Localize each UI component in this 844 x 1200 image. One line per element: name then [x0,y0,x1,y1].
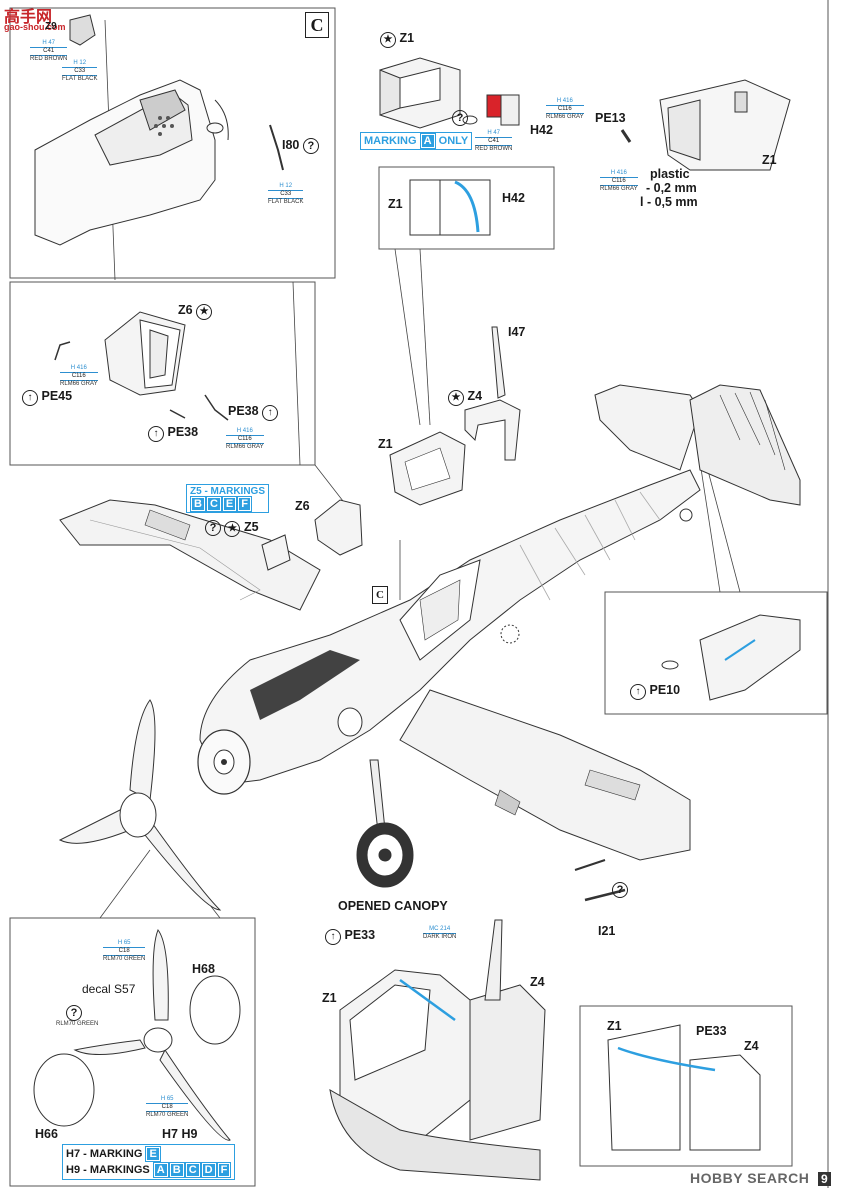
question-icon-top: ? [452,110,468,126]
label-plastic: plastic [650,167,690,181]
box-c-letter: C [305,12,329,38]
question-icon-i21: ? [612,882,628,898]
star-icon: ★ [196,304,213,320]
label-z9: Z9 [45,21,57,32]
hobby-search-logo: HOBBY SEARCH [690,1170,810,1186]
label-i47: I47 [508,325,526,339]
label-decal-s57: decal S57 [82,982,136,996]
label-pe10: ↑ PE10 [630,684,680,700]
question-icon: ? [205,520,221,536]
label-pe38-left: ↑ PE38 [148,426,198,442]
label-dim-length: l - 0,5 mm [640,195,698,209]
arrow-up-icon: ↑ [262,405,279,421]
label-z1-right: Z1 [762,153,777,167]
question-icon-prop: ? [66,1005,82,1021]
label-h68: H68 [192,962,215,976]
arrow-up-icon: ↑ [22,390,38,406]
paint-rlm66-gray-pe38: H 416 C116 RLM66 GRAY [226,428,264,450]
label-z5: ? ★ Z5 [205,520,259,537]
star-icon: ★ [380,32,396,48]
label-h7-h9: H7 H9 [162,1127,198,1141]
paint-rlm66-gray-pe45: H 416 C116 RLM66 GRAY [60,365,98,387]
label-z1-canopy: Z1 [322,991,337,1005]
label-h66: H66 [35,1127,58,1141]
paint-flat-black-1: H 12 C33 FLAT BLACK [62,60,98,82]
opened-canopy-title: OPENED CANOPY [338,899,448,913]
watermark-url: gao-shou.com [4,22,66,32]
label-z6-box: Z6 ★ [178,304,213,320]
paint-rlm70-green-3: H 65 C18 RLM70 GREEN [146,1096,189,1118]
label-z4-detail: Z4 [744,1039,759,1053]
label-pe45: ↑ PE45 [22,390,72,406]
paint-red-brown-top: H 47 C41 RED BROWN [475,130,513,152]
label-pe38-right: PE38 ↑ [228,405,279,421]
label-pe13: PE13 [595,111,626,125]
arrow-up-icon: ↑ [148,426,164,442]
arrow-up-icon: ↑ [325,929,341,945]
detail-label-z1: Z1 [388,197,403,211]
label-i21: I21 [598,924,616,938]
label-z1-detail: Z1 [607,1019,622,1033]
star-icon: ★ [448,390,464,406]
paint-rlm66-gray-top: H 416 C116 RLM66 GRAY [546,98,584,120]
paint-flat-black-2: H 12 C33 FLAT BLACK [268,183,304,205]
paint-rlm70-green-2: RLM70 GREEN [56,1021,99,1027]
watermark-logo: 高手网 [4,9,53,26]
label-pe33-canopy: ↑ PE33 [325,929,375,945]
label-z1-top: ★ Z1 [380,32,414,48]
paint-rlm70-green-1: H 65 C18 RLM70 GREEN [103,940,146,962]
paint-red-brown: H 47 C41 RED BROWN [30,40,68,62]
label-dim-diameter: - 0,2 mm [646,181,697,195]
label-i80: I80 ? [282,138,319,154]
page-number: 9 [818,1172,831,1186]
paint-dark-iron: MC 214 DARK IRON [423,926,457,940]
detail-label-h42: H42 [502,191,525,205]
question-icon: ? [302,138,319,154]
label-pe33-detail: PE33 [696,1024,727,1038]
label-z4-canopy: Z4 [530,975,545,989]
star-icon: ★ [224,521,241,537]
label-h42: H42 [530,123,553,137]
callout-c: C [372,586,388,604]
paint-rlm66-gray-right: H 416 C116 RLM66 GRAY [600,170,638,192]
label-z6-main: Z6 [295,499,310,513]
arrow-up-icon: ↑ [630,684,646,700]
label-z4: ★ Z4 [448,390,482,406]
label-z1-main: Z1 [378,437,393,451]
marking-a-only: MARKING A ONLY [360,132,473,150]
